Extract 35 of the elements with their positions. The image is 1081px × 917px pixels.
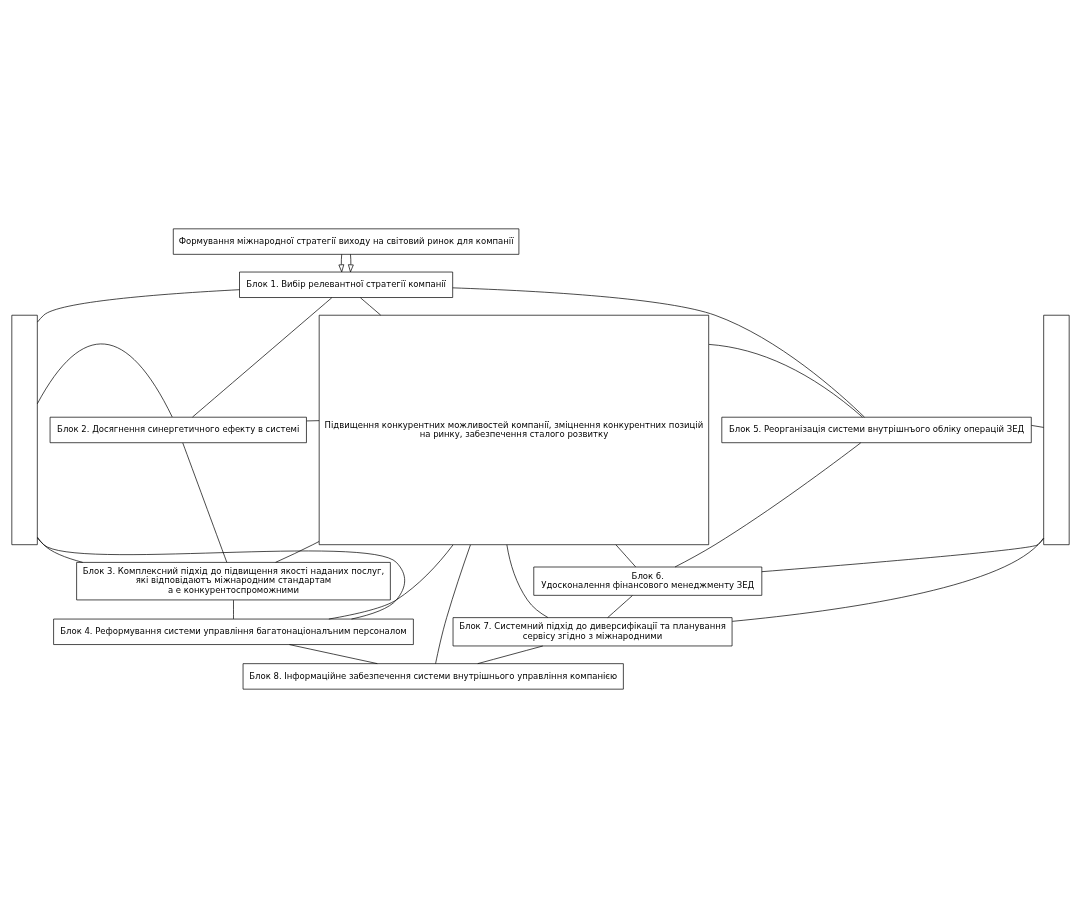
connector xyxy=(708,343,863,417)
connector xyxy=(182,442,228,563)
connector xyxy=(761,537,1045,572)
connector xyxy=(607,594,633,618)
connector xyxy=(506,543,549,618)
connector xyxy=(435,544,471,664)
connector xyxy=(306,419,320,421)
connector xyxy=(275,540,320,563)
node-box: Підвищення конкурентних можливостей компанії, зміцнення конкурентних позицій на ринку, забезпечення сталого розвитку xyxy=(318,314,710,545)
node-box: Блок 1. Вибір релевантної стратегії компанії xyxy=(239,271,454,298)
arrow xyxy=(338,253,345,272)
connector xyxy=(36,343,173,417)
connector xyxy=(1031,424,1044,428)
connector xyxy=(360,296,381,315)
connector xyxy=(615,543,636,567)
node-box: Блок 2. Досягнення синергетичного ефекту в системі xyxy=(49,416,307,443)
connector xyxy=(37,536,84,563)
node-box: Блок 3. Комплексний підхід до підвищення якості наданих послуг, які відповідаютъ міжнародним стандартам а е конкурентоспроможними xyxy=(76,561,391,600)
node-box: Блок 5. Реорганізація системи внутрішнъого обліку операцій ЗЕД xyxy=(721,416,1032,443)
connector xyxy=(674,442,862,567)
connector xyxy=(289,643,378,664)
connector xyxy=(731,537,1044,622)
connector xyxy=(328,544,454,619)
node-box: Блок 4. Реформування системи управління багатонаціоналъним персоналом xyxy=(53,618,414,645)
node-box: Блок 8. Інформаційне забезпечення системи внутрішнього управління компанією xyxy=(242,662,624,690)
node-bar xyxy=(1043,314,1070,545)
node-box: Формування міжнародної стратегії виходу на світовий ринок для компанії xyxy=(172,227,520,255)
connector xyxy=(233,599,234,619)
connector xyxy=(37,288,240,322)
node-box: Блок 6. Удосконалення фінансового менеджменту ЗЕД xyxy=(533,566,763,596)
arrow xyxy=(348,253,354,272)
node-box: Блок 7. Системний підхід до диверсифікації та планування сервісу згідно з міжнародними xyxy=(452,616,733,646)
connector xyxy=(37,537,406,619)
connector xyxy=(452,287,865,418)
node-bar xyxy=(11,314,38,545)
